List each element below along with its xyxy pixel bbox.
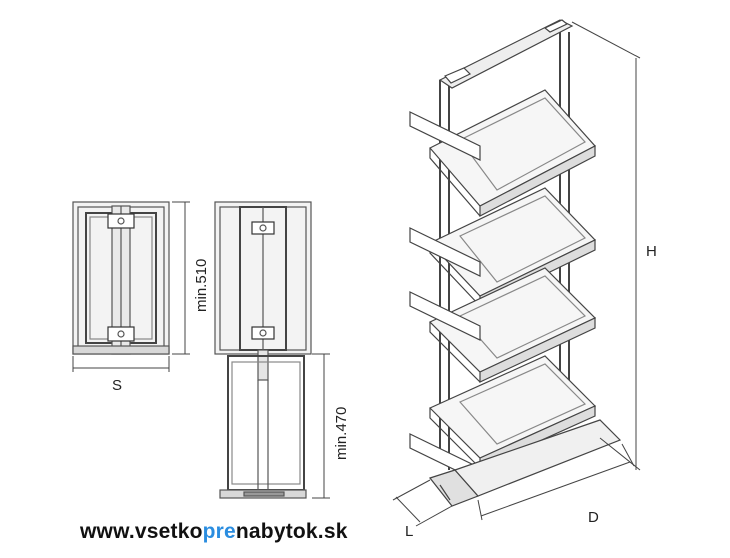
left-plan-view (72, 201, 170, 355)
label-min470: min.470 (333, 407, 350, 460)
middle-front-view (214, 201, 312, 499)
watermark-url: www.vsetkoprenabytok.sk (80, 520, 348, 544)
dimension-d (477, 443, 635, 521)
dimension-min470 (312, 353, 330, 499)
shelf-1 (429, 89, 596, 217)
shelf-3 (428, 267, 597, 383)
watermark-part-3: nabytok.sk (235, 520, 348, 543)
dimension-s (72, 356, 170, 372)
label-s: S (112, 377, 122, 394)
label-min510: min.510 (193, 259, 210, 312)
watermark-part-2: pre (202, 520, 236, 543)
label-d: D (588, 509, 599, 526)
watermark-part-1: www.vsetko (80, 520, 203, 543)
label-h: H (646, 243, 657, 260)
label-l: L (405, 523, 413, 540)
dimension-min510 (172, 201, 190, 355)
dimension-l (392, 479, 453, 527)
tower-isometric-view (409, 19, 622, 507)
